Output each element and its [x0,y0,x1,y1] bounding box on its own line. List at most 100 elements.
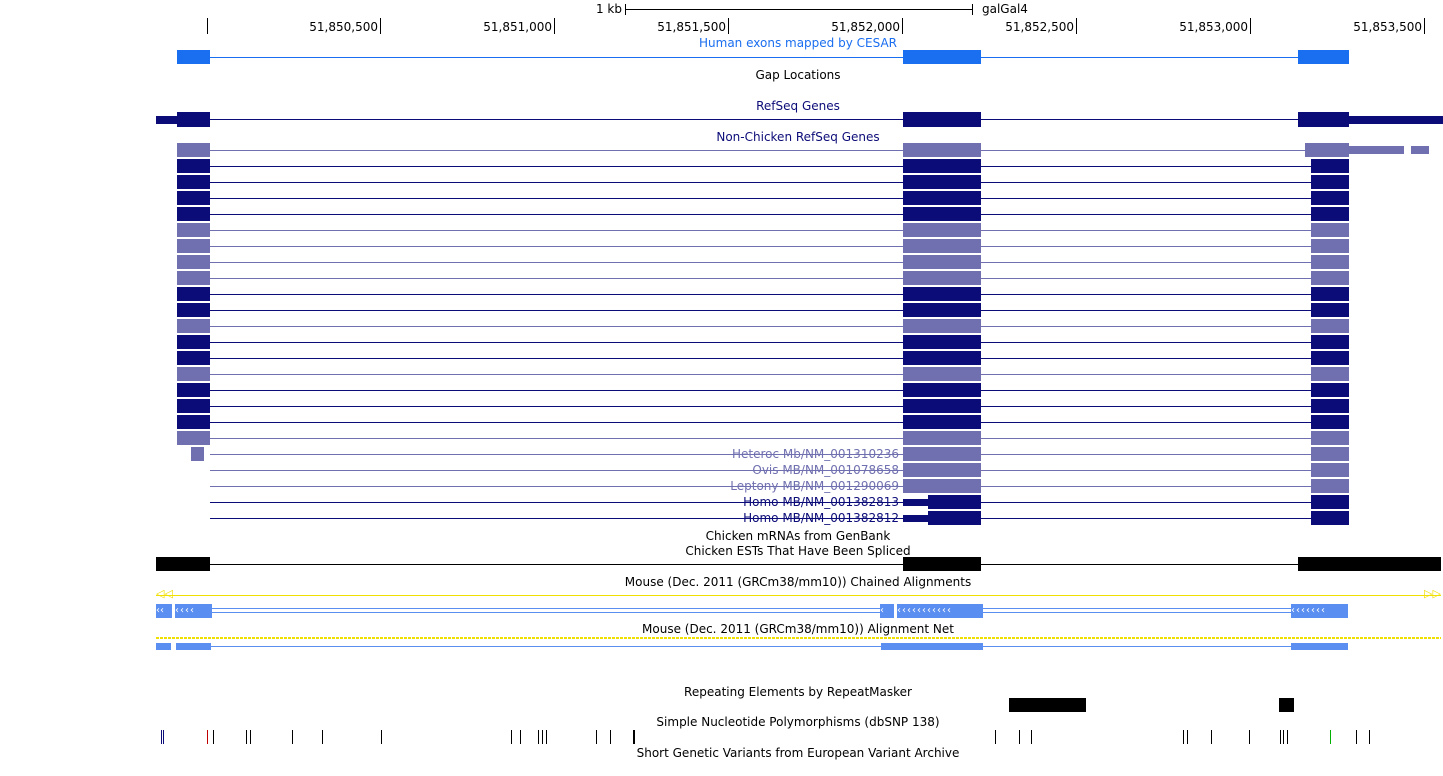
track-title-eva[interactable]: Short Genetic Variants from European Var… [636,746,960,760]
exon-block [903,303,981,317]
exon-block [903,112,981,127]
utr-block [903,515,928,522]
gene-label[interactable]: Ovis MB/NM_001078658 [752,463,899,477]
snp-mark[interactable] [633,730,635,744]
intron-line [210,518,903,519]
snp-mark[interactable] [1280,730,1281,744]
snp-mark[interactable] [250,730,251,744]
intron-line [981,390,1311,391]
intron-line [210,294,903,295]
snp-mark[interactable] [1031,730,1032,744]
gene-label[interactable]: Homo MB/NM_001382813 [743,495,899,509]
chain-block: ‹‹ [156,604,172,618]
exon-block [903,207,981,221]
exon-block [191,447,204,461]
snp-mark[interactable] [292,730,293,744]
snp-mark[interactable] [213,730,214,744]
snp-mark[interactable] [246,730,247,744]
track-title-mouse-chain[interactable]: Mouse (Dec. 2011 (GRCm38/mm10)) Chained … [624,575,972,589]
exon-block [177,335,210,349]
intron-line [210,358,903,359]
gene-label[interactable]: Leptony MB/NM_001290069 [730,479,899,493]
snp-mark[interactable] [1356,730,1357,744]
net-line [983,646,1291,647]
snp-mark[interactable] [322,730,323,744]
snp-mark[interactable] [538,730,539,744]
track-title-mouse-net[interactable]: Mouse (Dec. 2011 (GRCm38/mm10)) Alignmen… [642,622,954,636]
exon-block [1305,143,1349,157]
exon-block [1298,557,1441,571]
intron-line [981,438,1311,439]
snp-mark[interactable] [1369,730,1370,744]
intron-line [981,262,1311,263]
intron-line [210,214,903,215]
exon-block [1298,112,1349,127]
exon-block [903,50,981,64]
intron-line [981,358,1311,359]
snp-mark[interactable] [161,730,162,744]
exon-block [1311,191,1349,205]
exon-block [177,367,210,381]
exon-block [1311,399,1349,413]
exon-block [1311,367,1349,381]
exon-block [177,303,210,317]
snp-mark[interactable] [995,730,996,744]
snp-mark[interactable] [511,730,512,744]
exon-block [177,255,210,269]
snp-mark[interactable] [1019,730,1020,744]
snp-mark[interactable] [1249,730,1250,744]
intron-line [981,374,1311,375]
snp-mark[interactable] [1287,730,1288,744]
utr-block [1349,116,1443,124]
exon-block [1311,239,1349,253]
exon-block [903,159,981,173]
snp-mark[interactable] [163,730,164,744]
intron-line [210,278,903,279]
track-title-est[interactable]: Chicken ESTs That Have Been Spliced [685,544,911,558]
repeat-element[interactable] [1279,698,1294,712]
intron-line [210,57,903,58]
track-title-xeno-refseq[interactable]: Non-Chicken RefSeq Genes [716,130,880,144]
snp-mark[interactable] [207,730,208,744]
gene-label[interactable]: Heteroc Mb/NM_001310236 [732,447,899,461]
exon-block [903,191,981,205]
ruler-tick [1424,18,1425,34]
intron-line [210,438,903,439]
snp-mark[interactable] [596,730,597,744]
exon-block [903,319,981,333]
track-title-snp[interactable]: Simple Nucleotide Polymorphisms (dbSNP 1… [656,715,940,729]
exon-block [177,431,210,445]
track-title-cesar[interactable]: Human exons mapped by CESAR [699,36,897,50]
exon-block [903,239,981,253]
utr-block [1411,146,1429,154]
intron-line [210,119,903,120]
snp-mark[interactable] [381,730,382,744]
exon-block [177,143,210,157]
snp-mark[interactable] [1183,730,1184,744]
exon-block [1311,319,1349,333]
ruler-tick [380,18,381,34]
snp-mark[interactable] [1330,730,1331,744]
track-title-gaps[interactable]: Gap Locations [755,68,841,82]
repeat-element[interactable] [1009,698,1086,712]
track-title-refseq[interactable]: RefSeq Genes [756,99,840,113]
intron-line [210,454,903,455]
snp-mark[interactable] [1283,730,1284,744]
gene-label[interactable]: Homo MB/NM_001382812 [743,511,899,525]
snp-mark[interactable] [610,730,611,744]
snp-mark[interactable] [546,730,547,744]
exon-block [928,495,981,509]
exon-block [903,399,981,413]
snp-mark[interactable] [520,730,521,744]
track-title-mrna[interactable]: Chicken mRNAs from GenBank [705,529,891,543]
track-title-rmsk[interactable]: Repeating Elements by RepeatMasker [684,685,912,699]
snp-mark[interactable] [1187,730,1188,744]
snp-mark[interactable] [1211,730,1212,744]
exon-block [1311,271,1349,285]
exon-block [903,175,981,189]
snp-mark[interactable] [542,730,543,744]
intron-line [981,310,1311,311]
exon-block [1311,255,1349,269]
exon-block [903,223,981,237]
